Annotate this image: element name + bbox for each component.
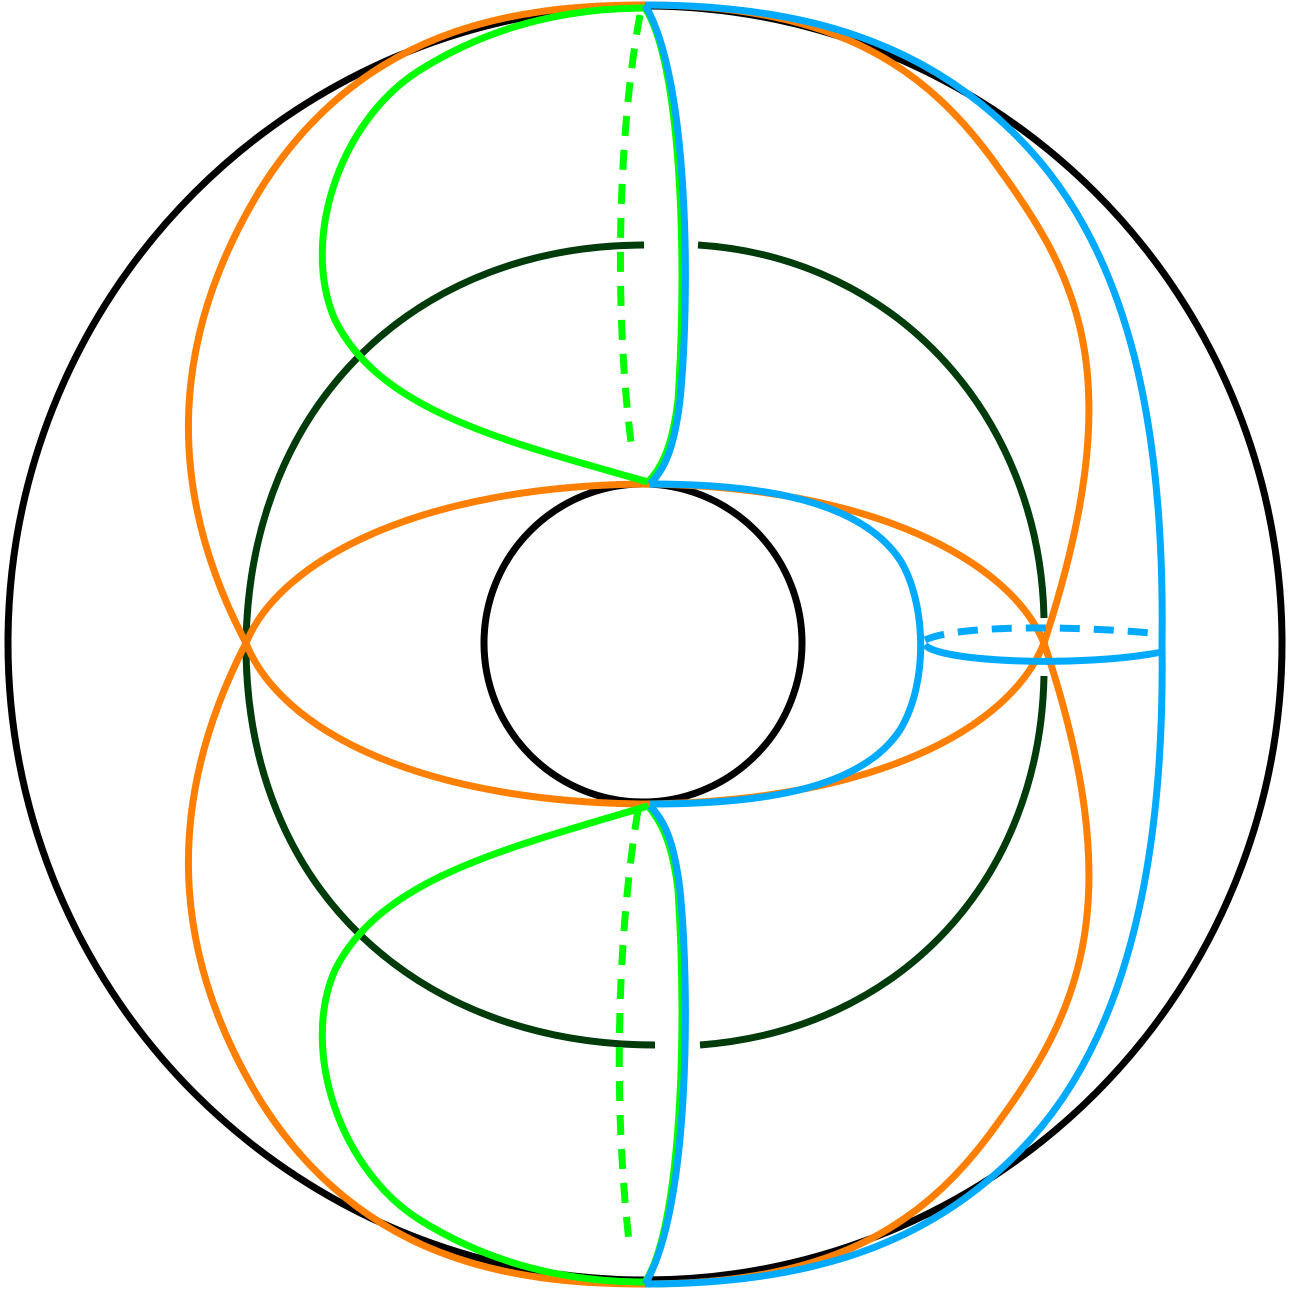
blue-inner-curve bbox=[649, 480, 925, 808]
orange-upper-lobe bbox=[185, 1, 1093, 645]
orange-middle-loop bbox=[242, 480, 1048, 808]
outer-boundary-circle bbox=[4, 2, 1286, 1284]
blue-upper-meridian bbox=[641, 3, 689, 487]
dark-green-core-circle bbox=[242, 241, 656, 1049]
dark-green-core-circle-right-lower bbox=[699, 675, 1048, 1049]
blue-meridian-front bbox=[922, 642, 1163, 665]
blue-lower-meridian bbox=[642, 803, 689, 1286]
blue-meridian-hidden bbox=[923, 624, 1163, 644]
inner-hole-circle bbox=[480, 480, 806, 806]
green-upper-hidden-meridian bbox=[616, 14, 644, 451]
green-lower-hidden-meridian bbox=[615, 809, 642, 1251]
dark-green-core-circle-right bbox=[697, 241, 1048, 619]
blue-outer-curve bbox=[644, 1, 1166, 1288]
